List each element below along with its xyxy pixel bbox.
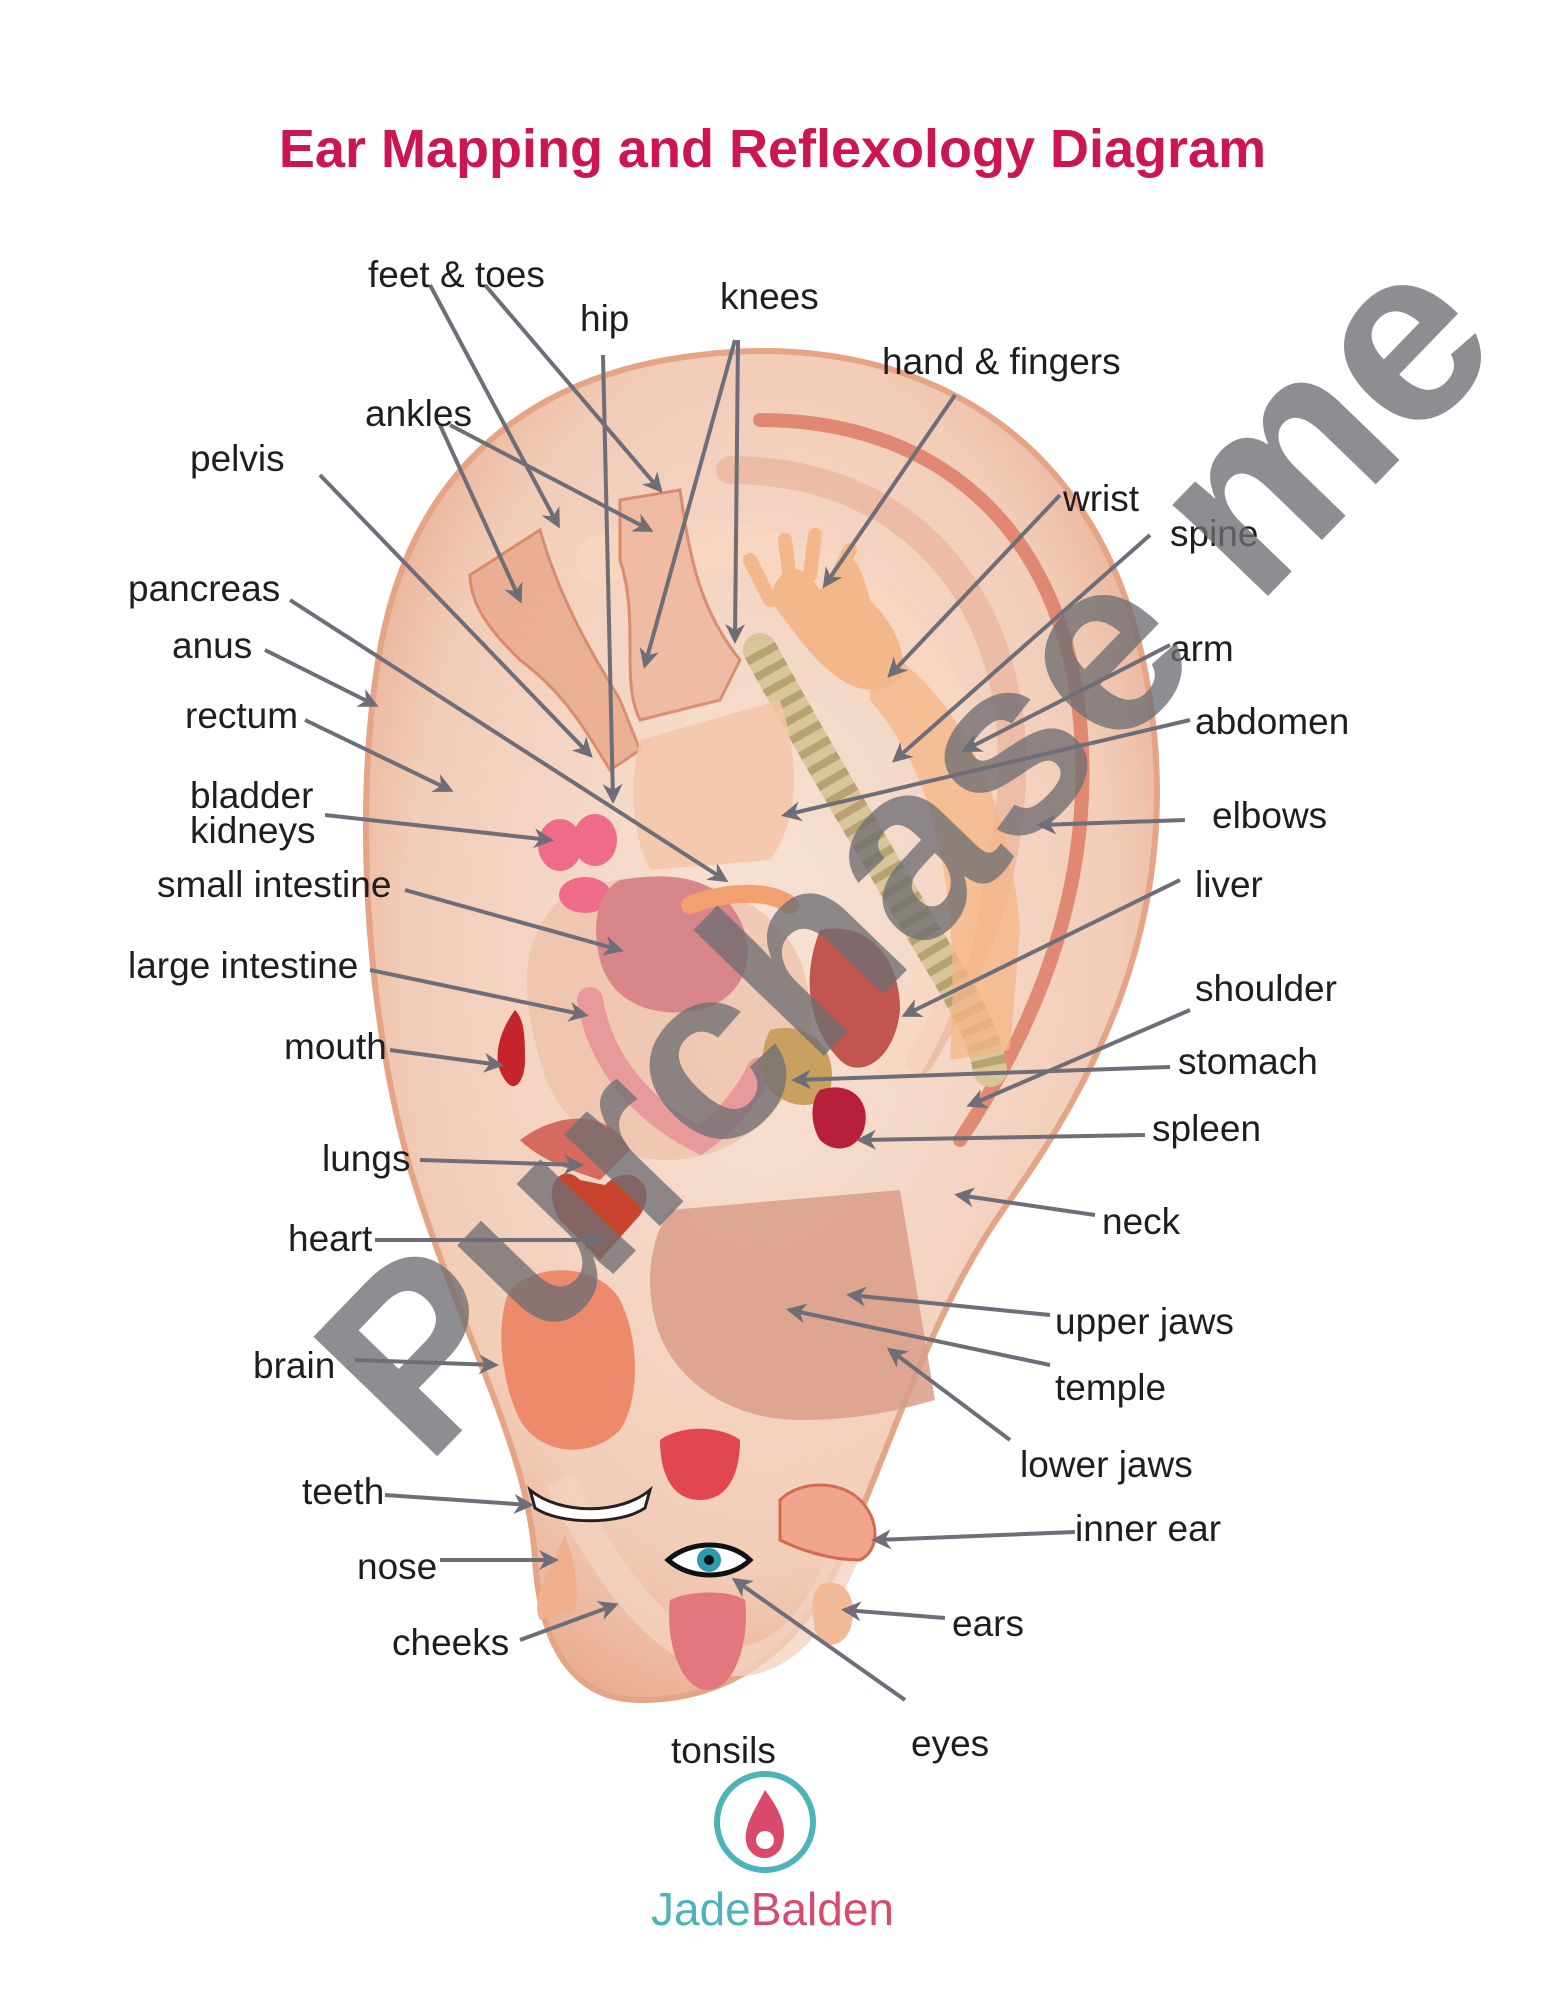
label-pelvis: pelvis bbox=[190, 438, 285, 479]
page-title: Ear Mapping and Reflexology Diagram bbox=[278, 119, 1267, 179]
label-rectum: rectum bbox=[185, 695, 299, 736]
liver-icon bbox=[809, 928, 900, 1068]
label-bladder: bladder bbox=[190, 775, 314, 816]
brain-icon bbox=[501, 1270, 635, 1450]
stomach-icon bbox=[762, 1028, 832, 1105]
label-pancreas: pancreas bbox=[128, 568, 281, 609]
label-lower-jaws: lower jaws bbox=[1020, 1444, 1193, 1485]
label-eyes: eyes bbox=[911, 1723, 990, 1764]
label-inner-ear: inner ear bbox=[1075, 1508, 1222, 1549]
label-spine: spine bbox=[1170, 513, 1259, 554]
label-ears: ears bbox=[952, 1603, 1024, 1644]
label-heart: heart bbox=[288, 1218, 373, 1259]
brand-logo-icon bbox=[714, 1771, 816, 1873]
heart-icon bbox=[551, 1173, 647, 1260]
pancreas-icon bbox=[681, 884, 799, 914]
label-tonsils: tonsils bbox=[671, 1730, 776, 1771]
label-cheeks: cheeks bbox=[392, 1622, 510, 1663]
tongue-mouth-icon bbox=[660, 1428, 740, 1500]
label-hip: hip bbox=[580, 298, 630, 339]
label-ankles: ankles bbox=[365, 393, 472, 434]
label-shoulder: shoulder bbox=[1195, 968, 1337, 1009]
nose-icon bbox=[537, 1535, 577, 1620]
hand-icon bbox=[743, 528, 903, 690]
label-arm: arm bbox=[1170, 628, 1234, 669]
brand-second: Balden bbox=[750, 1883, 894, 1935]
label-lungs: lungs bbox=[322, 1138, 411, 1179]
lung-icon bbox=[520, 1118, 630, 1180]
open-mouth-icon bbox=[669, 1592, 746, 1690]
label-anus: anus bbox=[172, 625, 253, 666]
label-neck: neck bbox=[1102, 1201, 1181, 1242]
label-wrist: wrist bbox=[1063, 478, 1140, 519]
label-teeth: teeth bbox=[302, 1471, 385, 1512]
label-small-intestine: small intestine bbox=[157, 864, 392, 905]
teeth-icon bbox=[527, 1485, 653, 1523]
label-mouth: mouth bbox=[284, 1026, 387, 1067]
large-intestine-icon bbox=[577, 987, 773, 1156]
label-nose: nose bbox=[357, 1546, 438, 1587]
intestine-icon bbox=[596, 876, 748, 1013]
label-knees: knees bbox=[720, 276, 819, 317]
spleen-icon bbox=[812, 1087, 866, 1149]
label-abdomen: abdomen bbox=[1195, 701, 1350, 742]
label-stomach: stomach bbox=[1178, 1041, 1318, 1082]
small-ear-icon bbox=[812, 1582, 854, 1645]
label-large-intestine: large intestine bbox=[128, 945, 359, 986]
brand-first: Jade bbox=[651, 1883, 751, 1935]
arrows bbox=[264, 283, 1191, 1702]
abdomen-icon bbox=[633, 700, 794, 870]
brand-wordmark: JadeBalden bbox=[0, 1886, 1545, 1932]
label-hand-fingers: hand & fingers bbox=[882, 341, 1121, 382]
label-feet-toes: feet & toes bbox=[368, 254, 545, 295]
label-liver: liver bbox=[1195, 864, 1263, 905]
label-temple: temple bbox=[1055, 1367, 1167, 1408]
lips-icon bbox=[497, 1010, 525, 1087]
label-upper-jaws: upper jaws bbox=[1055, 1301, 1234, 1342]
label-brain: brain bbox=[253, 1345, 336, 1386]
label-kidneys: kidneys bbox=[190, 810, 316, 851]
eye-icon bbox=[664, 1542, 754, 1578]
label-elbows: elbows bbox=[1212, 795, 1328, 836]
label-spleen: spleen bbox=[1152, 1108, 1262, 1149]
